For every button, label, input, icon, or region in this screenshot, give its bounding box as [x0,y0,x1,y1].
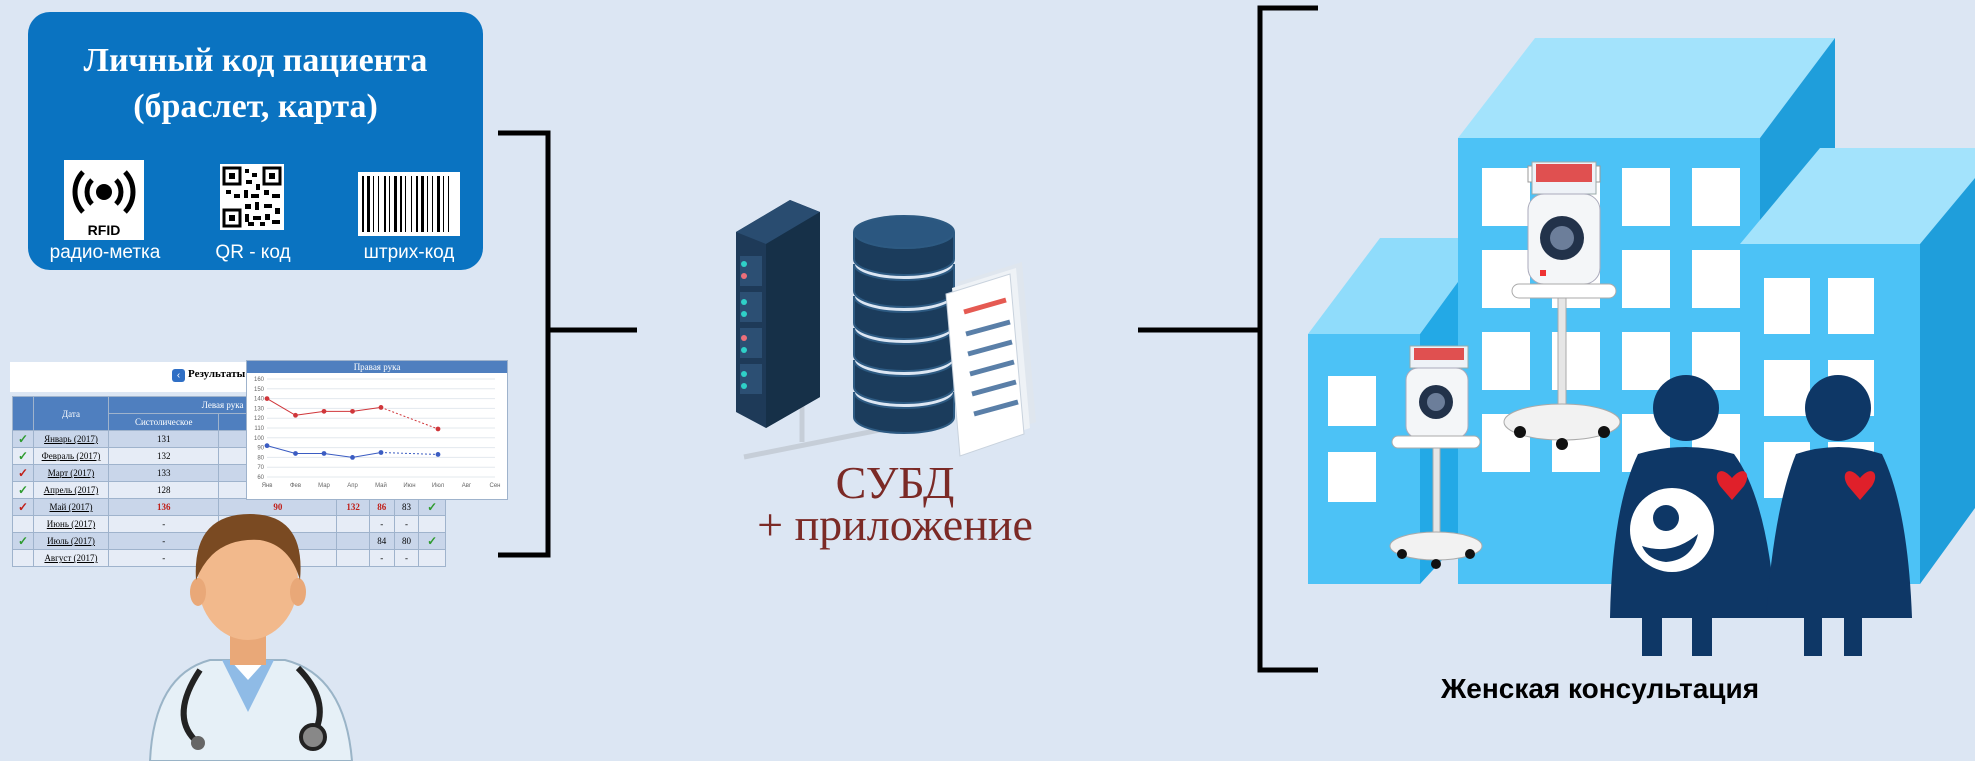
pulse-cell: - [393,549,420,567]
status-check-icon [12,515,34,533]
y-tick-label: 140 [254,397,265,403]
date-cell[interactable]: Июль (2017) [33,532,109,550]
dbms-label-line2: + приложение [757,499,1033,550]
right-status-check-icon: ✓ [418,532,446,550]
date-cell[interactable]: Май (2017) [33,498,109,516]
date-cell[interactable]: Август (2017) [33,549,109,567]
status-check-icon: ✓ [12,464,34,482]
barcode-icon [358,172,460,236]
x-tick-label: Фев [290,483,301,489]
right-status-check-icon: ✓ [418,498,446,516]
y-tick-label: 150 [254,387,265,393]
series-line-segment [323,452,353,458]
y-tick-label: 160 [254,377,265,383]
barcode-label: штрих-код [363,242,455,263]
id-card-title: Личный код пациента (браслет, карта) [83,42,428,125]
date-cell[interactable]: Март (2017) [33,464,109,482]
right-systolic-cell [336,549,370,567]
x-tick-label: Июн [403,483,415,489]
bp-monitor-icon [1503,161,1621,450]
y-tick-label: 70 [257,465,264,471]
y-tick-label: 80 [257,455,264,461]
right-status-check-icon [418,515,446,533]
col-systolic: Систолическое [107,413,220,431]
back-icon[interactable]: ‹ [172,369,185,382]
pulse-cell: 83 [393,498,420,516]
y-tick-label: 100 [254,436,265,442]
right-diastolic-cell: 84 [368,532,395,550]
col-date: Дата [33,396,109,431]
series-line-segment [380,452,439,455]
series-line-segment [266,398,296,416]
woman-icon [1766,375,1912,656]
y-tick-label: 90 [257,446,264,452]
right-diastolic-cell: - [368,515,395,533]
right-systolic-cell [336,515,370,533]
blood-pressure-chart: Правая рука 160 150 140 130 120 110 100 90 80 70 6… [246,360,508,500]
y-tick-label: 110 [254,426,264,432]
status-check-icon [12,549,34,567]
y-tick-label: 60 [257,475,264,481]
status-check-icon: ✓ [12,430,34,448]
doctor-icon [148,514,354,761]
rfid-icon: RFID [64,160,144,240]
x-tick-label: Янв [262,483,273,489]
clinic-label: Женская консультация [1440,673,1760,704]
qr-code-label: QR - код [215,242,291,263]
series-line-segment [266,445,296,454]
y-tick-label: 130 [254,406,265,412]
dbms-label-line1: СУБД [835,457,955,508]
y-tick-label: 120 [254,416,265,422]
series-point [435,452,441,457]
status-check-icon: ✓ [12,481,34,499]
bp-monitor-small-icon [1389,345,1483,569]
pulse-cell: 80 [393,532,420,550]
rfid-text: RFID [88,222,121,238]
series-point [378,405,384,410]
right-diastolic-cell: - [368,549,395,567]
database-server-icon [736,200,1036,460]
systolic-cell: - [107,549,220,567]
clinic-building-icon [1308,38,1975,656]
x-tick-label: Мар [318,483,330,489]
x-tick-label: Апр [347,483,358,489]
results-table-panel: ‹ Результаты и Дата Левая рука Систоличе… [10,360,508,567]
series-line-segment [352,406,382,412]
series-line-segment [295,410,325,416]
chart-title: Правая рука [247,361,507,373]
systolic-cell: 132 [107,447,220,465]
rfid-label: радио-метка [49,242,161,263]
x-tick-label: Май [375,482,387,489]
series-point [435,426,441,432]
x-tick-label: Июл [432,483,445,489]
series-point [293,412,298,418]
heart-icon [1716,471,1876,500]
right-systolic-cell: 132 [336,498,370,516]
x-tick-label: Сен [490,483,501,489]
series-line-segment [352,452,382,458]
right-status-check-icon [418,549,446,567]
qr-code-icon [220,164,284,230]
date-cell[interactable]: Январь (2017) [33,430,109,448]
x-tick-label: Авг [462,483,472,489]
dbms-label: СУБД + приложение [690,457,1100,550]
patient-id-card: Личный код пациента (браслет, карта) RFI… [28,12,483,270]
results-title: Результаты и [188,368,255,380]
pregnant-woman-icon [1610,375,1776,656]
